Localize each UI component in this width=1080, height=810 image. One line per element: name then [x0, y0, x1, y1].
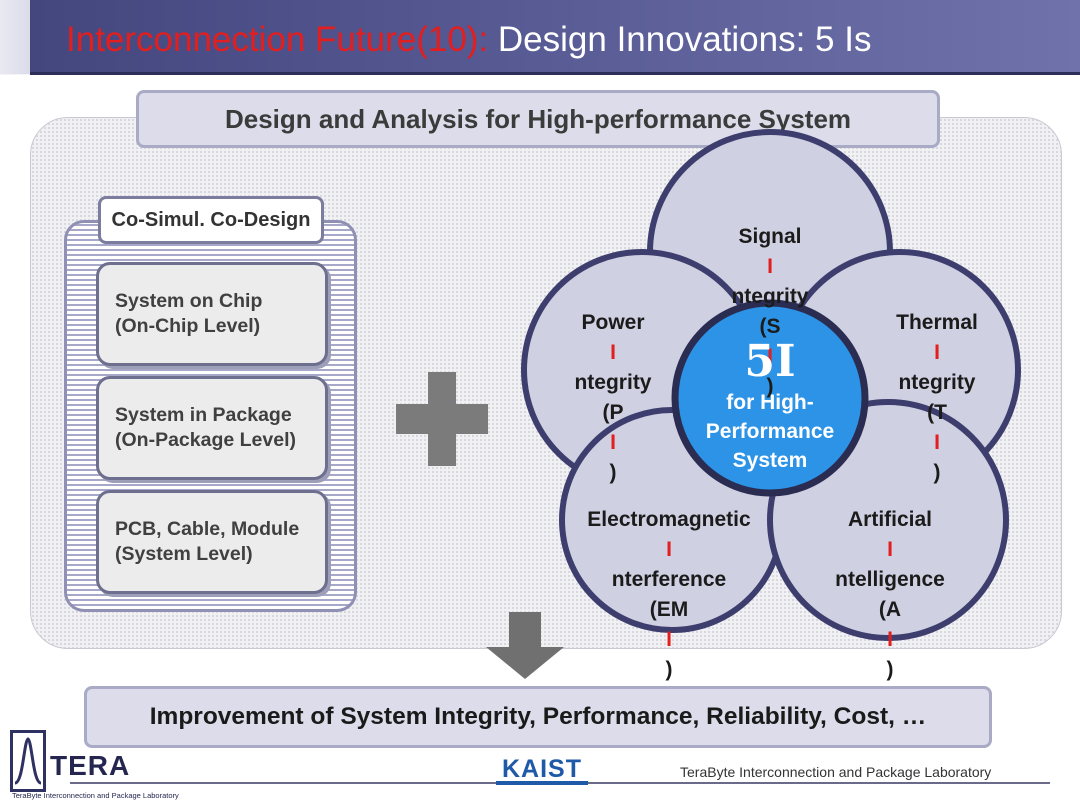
kaist-logo-bar	[496, 781, 588, 785]
center-text: System	[732, 449, 808, 472]
bottom-banner: Improvement of System Integrity, Perform…	[84, 686, 992, 748]
label-text: ntelligence	[835, 568, 945, 591]
slide-title-red: Interconnection Future(10):	[66, 20, 489, 59]
label-abbr: )	[933, 461, 941, 484]
center-text: for High-	[726, 391, 814, 414]
slide-title-white: Design Innovations: 5 Is	[488, 20, 872, 59]
waveform-icon	[14, 737, 42, 785]
header-left-strip	[0, 0, 30, 74]
down-arrow-icon-shaft	[509, 612, 541, 648]
label-abbr: )	[766, 375, 774, 398]
level-title: System in Package	[115, 404, 292, 426]
level-subtitle: (On-Chip Level)	[115, 315, 261, 337]
label-abbr: (A	[878, 598, 902, 621]
level-subtitle: (System Level)	[115, 543, 253, 565]
kaist-logo: KAIST	[502, 755, 582, 783]
label-highlight-i: I	[610, 341, 616, 364]
label-abbr: )	[886, 658, 894, 681]
label-text: ntegrity	[574, 371, 652, 394]
label-highlight-i: I	[610, 431, 616, 454]
level-box-system: PCB, Cable, Module (System Level)	[96, 490, 328, 594]
label-highlight-i: I	[934, 341, 940, 364]
label-abbr: )	[665, 658, 673, 681]
label-abbr: (T	[927, 401, 947, 424]
footer-lab-name: TeraByte Interconnection and Package Lab…	[680, 764, 992, 780]
plus-icon-horizontal	[396, 404, 488, 434]
level-title: PCB, Cable, Module	[115, 518, 300, 540]
label-highlight-i: I	[666, 538, 672, 561]
label-text: ntegrity	[898, 371, 976, 394]
down-arrow-icon	[486, 647, 564, 679]
center-label: 5I for High- Performance System	[680, 336, 860, 475]
level-title: System on Chip	[115, 290, 263, 312]
label-text: Signal	[738, 225, 802, 248]
level-box-on-chip: System on Chip (On-Chip Level)	[96, 262, 328, 366]
tera-logo-icon	[10, 730, 46, 792]
header-bar	[30, 0, 1080, 75]
center-text: Performance	[705, 420, 835, 443]
level-box-on-package: System in Package (On-Package Level)	[96, 376, 328, 480]
label-text: Power	[581, 311, 645, 334]
label-text: ntegrity	[731, 285, 809, 308]
top-banner: Design and Analysis for High-performance…	[136, 90, 940, 148]
circle-center-5i	[671, 299, 869, 497]
label-highlight-i: I	[767, 255, 773, 278]
label-text: nterference	[611, 568, 727, 591]
label-highlight-i: I	[934, 431, 940, 454]
slide-title: Interconnection Future(10): Design Innov…	[66, 18, 871, 62]
tera-logo-text: TERA	[50, 750, 131, 781]
label-abbr: (P	[602, 401, 624, 424]
label-text: Thermal	[896, 311, 978, 334]
level-subtitle: (On-Package Level)	[115, 429, 296, 451]
co-design-header: Co-Simul. Co-Design	[98, 196, 324, 244]
center-title: 5I	[744, 336, 796, 387]
label-abbr: (EM	[649, 598, 689, 621]
header: Interconnection Future(10): Design Innov…	[0, 0, 1080, 75]
label-highlight-i: I	[666, 628, 672, 651]
label-text: Electromagnetic	[587, 508, 751, 531]
label-text: Artificial	[847, 508, 933, 531]
label-highlight-i: I	[767, 345, 773, 368]
label-highlight-i: I	[887, 628, 893, 651]
tera-logo-subtitle: TeraByte Interconnection and Package Lab…	[12, 791, 179, 800]
label-abbr: )	[609, 461, 617, 484]
label-highlight-i: I	[887, 538, 893, 561]
label-abbr: (S	[759, 315, 781, 338]
